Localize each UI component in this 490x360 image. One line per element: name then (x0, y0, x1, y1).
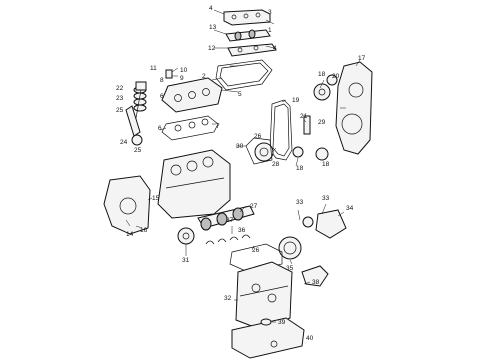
lifter (165, 69, 173, 79)
callout-34: 34 (346, 205, 354, 212)
callout-27: 27 (250, 203, 258, 210)
callout-4b: 4 (273, 45, 277, 52)
callout-33b: 33 (322, 195, 330, 202)
callout-12: 12 (208, 45, 216, 52)
piston-rings (135, 81, 147, 119)
crankshaft-pulley (177, 227, 195, 245)
callout-32: 32 (224, 295, 232, 302)
crankshaft (197, 205, 255, 231)
callout-38: 38 (312, 279, 320, 286)
callout-3: 3 (268, 9, 272, 16)
callout-37: 37 (226, 217, 234, 224)
callout-36: 36 (238, 227, 246, 234)
callout-16: 16 (140, 227, 148, 234)
oil-pan (231, 317, 305, 359)
cylinder-head (161, 77, 223, 113)
head-gasket (161, 115, 219, 141)
main-bearings (205, 234, 251, 245)
callout-28: 28 (272, 161, 280, 168)
oil-filter (260, 318, 272, 326)
oil-pickup-tube (301, 265, 329, 287)
callout-9: 9 (180, 75, 184, 82)
camshaft-sprocket (313, 74, 338, 101)
callout-20: 20 (332, 73, 340, 80)
callout-30: 30 (236, 143, 244, 150)
camshaft (225, 29, 271, 42)
callout-6b: 6 (158, 125, 162, 132)
callout-13: 13 (209, 24, 217, 31)
connecting-rod (125, 105, 143, 146)
callout-2: 2 (202, 73, 206, 80)
front-cover (103, 175, 151, 235)
callout-10: 10 (180, 67, 188, 74)
callout-18c: 18 (322, 161, 330, 168)
callout-29: 29 (318, 119, 326, 126)
callout-39: 39 (278, 319, 286, 326)
callout-22: 22 (116, 85, 124, 92)
callout-18: 18 (318, 71, 326, 78)
camshaft-cover-upper (223, 9, 271, 26)
camshaft-carrier (227, 43, 277, 57)
callout-26: 26 (254, 133, 262, 140)
callout-40: 40 (306, 335, 314, 342)
engine-block (157, 149, 231, 219)
oil-pan-gasket (229, 243, 283, 273)
leader-lines (125, 9, 361, 323)
callout-6: 6 (160, 93, 164, 100)
callout-21: 21 (300, 113, 308, 120)
callout-31: 31 (182, 257, 190, 264)
callout-35: 35 (286, 265, 294, 272)
callout-labels: 4 13 3 1 12 4 2 5 11 10 9 8 6 22 23 25 6… (116, 5, 366, 342)
callout-1: 1 (268, 27, 272, 34)
callout-25a: 25 (116, 107, 124, 114)
callout-19: 19 (292, 97, 300, 104)
callout-15: 15 (152, 195, 160, 202)
crankshaft-seal-housing (245, 137, 274, 165)
callout-18b: 18 (296, 165, 304, 172)
callout-8: 8 (160, 77, 164, 84)
callout-17: 17 (358, 55, 366, 62)
callout-23: 23 (116, 95, 124, 102)
callout-26b: 26 (252, 247, 260, 254)
timing-cover-rear (335, 61, 373, 155)
callout-14: 14 (126, 231, 134, 238)
water-pump (302, 209, 347, 239)
valve-cover-gasket (215, 59, 273, 91)
callout-33a: 33 (296, 199, 304, 206)
callout-24: 24 (120, 139, 128, 146)
oil-pump (278, 236, 302, 260)
callout-7: 7 (216, 123, 220, 130)
callout-5: 5 (238, 91, 242, 98)
callout-25b: 25 (134, 147, 142, 154)
callout-11: 11 (150, 65, 157, 72)
balance-shaft-assembly (235, 261, 293, 331)
valve-spring-set (133, 86, 147, 112)
callout-4: 4 (209, 5, 213, 12)
tensioner (292, 115, 329, 161)
